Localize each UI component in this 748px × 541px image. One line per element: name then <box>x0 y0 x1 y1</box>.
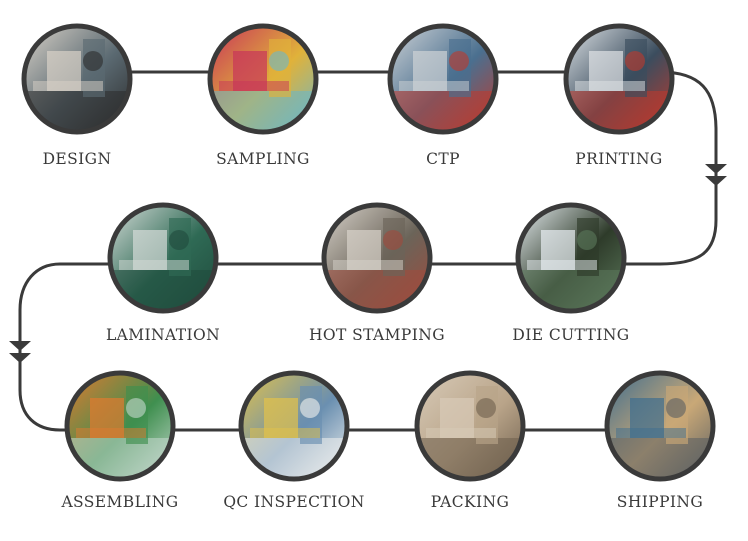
printing-photo <box>568 28 670 130</box>
step-label: PRINTING <box>575 150 663 168</box>
design-photo <box>26 28 128 130</box>
step-ring <box>387 23 499 135</box>
process-step <box>515 202 627 314</box>
step-ring <box>414 370 526 482</box>
step-label: ASSEMBLING <box>61 493 179 511</box>
process-step <box>414 370 526 482</box>
step-label: DIE CUTTING <box>512 326 630 344</box>
packing-photo <box>419 375 521 477</box>
step-ring <box>21 23 133 135</box>
qc-inspection-photo <box>243 375 345 477</box>
step-ring <box>207 23 319 135</box>
step-label: DESIGN <box>42 150 112 168</box>
step-ring <box>321 202 433 314</box>
process-steps <box>21 23 716 482</box>
step-label: SAMPLING <box>216 150 310 168</box>
down-arrow-icon <box>705 164 727 186</box>
process-step <box>604 370 716 482</box>
flow-line <box>18 70 718 432</box>
step-label: HOT STAMPING <box>309 326 445 344</box>
step-ring <box>107 202 219 314</box>
step-ring <box>563 23 675 135</box>
step-label: LAMINATION <box>105 326 221 344</box>
step-label: QC INSPECTION <box>223 493 365 511</box>
flow-connectors <box>9 70 727 432</box>
step-ring <box>64 370 176 482</box>
step-label: PACKING <box>430 493 510 511</box>
step-label: SHIPPING <box>616 493 704 511</box>
step-ring <box>604 370 716 482</box>
process-step <box>21 23 133 135</box>
process-step <box>238 370 350 482</box>
hot-stamping-photo <box>326 207 428 309</box>
process-step <box>64 370 176 482</box>
process-step <box>207 23 319 135</box>
process-step <box>387 23 499 135</box>
step-label: CTP <box>426 150 460 168</box>
process-step <box>563 23 675 135</box>
process-step <box>321 202 433 314</box>
process-step <box>107 202 219 314</box>
step-ring <box>515 202 627 314</box>
step-ring <box>238 370 350 482</box>
shipping-photo <box>609 375 711 477</box>
down-arrow-icon <box>9 341 31 363</box>
